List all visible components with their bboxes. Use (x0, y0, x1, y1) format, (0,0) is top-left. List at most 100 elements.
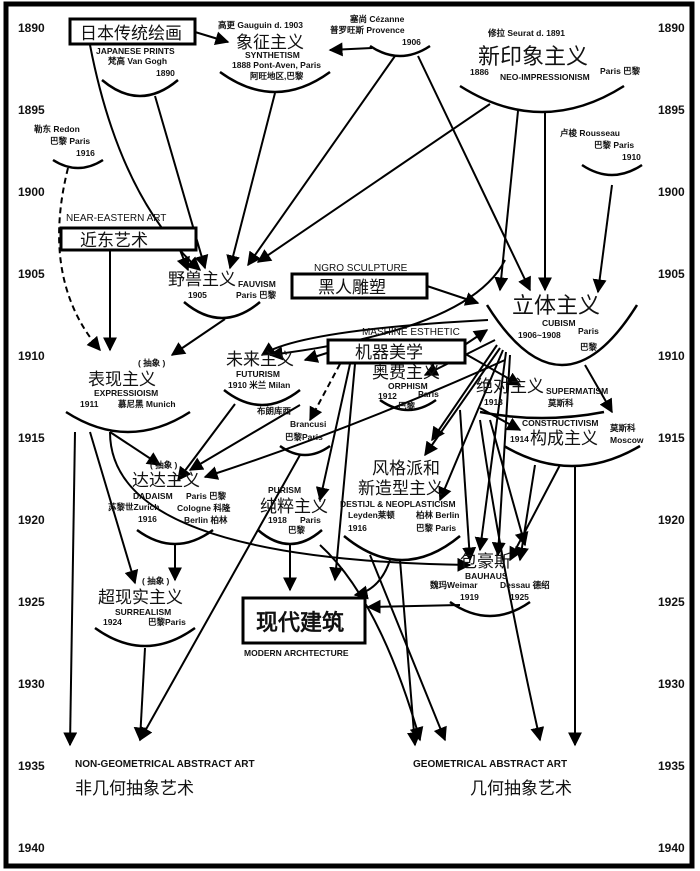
influence-arrow (584, 364, 613, 414)
movement-arc (257, 529, 323, 546)
fauvism-en: FAUVISM (238, 279, 276, 289)
influence-arrow (515, 464, 536, 562)
node-purism: PURISM 纯粹主义 1918 Paris 巴黎 (260, 485, 328, 535)
machine-esthetic-en: MASHINE ESTHETIC (362, 327, 460, 338)
orphism-place: Paris (418, 389, 439, 399)
year-label-right: 1940 (658, 841, 685, 855)
machine-esthetic-box (326, 338, 467, 365)
influence-arrow (133, 647, 148, 742)
node-expressionism: ( 抽象 ) 表现主义 EXPRESSIOISM 1911 慕尼黑 Munich (80, 358, 176, 409)
constructivism-place-zh: 莫斯科 (609, 423, 636, 433)
node-near-eastern-art: NEAR-EASTERN ART 近东艺术 (59, 213, 198, 252)
de-stijl-year: 1916 (348, 523, 367, 533)
node-machine-esthetic: MASHINE ESTHETIC 机器美学 (326, 327, 467, 365)
de-stijl-place-berlin: 柏林 Berlin (416, 510, 459, 520)
constructivism-en: CONSTRUCTIVISM (522, 418, 599, 428)
movement-arcs (52, 44, 643, 648)
synthetism-place: 1888 Pont-Aven, Paris (232, 60, 321, 70)
dadaism-place-zurich: 苏黎世Zurich (108, 502, 159, 512)
dadaism-zh: 达达主义 (132, 471, 200, 490)
node-cubism: 立体主义 CUBISM 1906~1908 Paris 巴黎 (512, 293, 600, 352)
futurism-en: FUTURISM (236, 369, 280, 379)
influence-arrow (366, 599, 461, 614)
dadaism-note: ( 抽象 ) (150, 460, 178, 470)
fauvism-year: 1905 (188, 290, 207, 300)
rousseau-place: 巴黎 Paris (594, 140, 634, 150)
node-fauvism: 野兽主义 FAUVISM 1905 Paris 巴黎 (168, 270, 277, 300)
node-neo-impressionism: 修拉 Seurat d. 1891 新印象主义 1886 NEO-IMPRESS… (470, 28, 641, 82)
redon-name: 勒东 Redon (34, 124, 80, 134)
movement-arc (65, 410, 191, 434)
influence-arrow (329, 363, 356, 582)
surrealism-note: ( 抽象 ) (142, 576, 170, 586)
modern-architecture-box (241, 596, 367, 645)
fauvism-place: Paris 巴黎 (236, 290, 277, 300)
fauvism-zh: 野兽主义 (168, 270, 236, 289)
de-stijl-zh1: 风格派和 (372, 459, 440, 478)
influence-arrow (89, 431, 139, 585)
movement-arc (279, 444, 331, 457)
year-label-left: 1890 (18, 21, 45, 35)
neo-impressionism-en: NEO-IMPRESSIONISM (500, 72, 590, 82)
year-label-left: 1895 (18, 103, 45, 117)
bauhaus-year1: 1919 (460, 592, 479, 602)
movement-arc (503, 444, 641, 468)
influence-arrow (438, 349, 504, 502)
modern-architecture-en: MODERN ARCHTECTURE (244, 648, 349, 658)
expressionism-en: EXPRESSIOISM (94, 388, 158, 398)
van-gogh-year: 1890 (156, 68, 175, 78)
redon-place: 巴黎 Paris (50, 136, 90, 146)
futurism-zh: 未来主义 (226, 350, 294, 369)
node-geometrical: GEOMETRICAL ABSTRACT ART 几何抽象艺术 (413, 759, 572, 798)
constructivism-year: 1914 (510, 434, 529, 444)
year-label-left: 1905 (18, 267, 45, 281)
movement-arc (581, 163, 643, 177)
suprematism-place: 莫斯科 (547, 398, 574, 408)
redon-year: 1916 (76, 148, 95, 158)
influence-arrow (424, 347, 501, 457)
brancusi-place: 巴黎Paris (285, 432, 323, 442)
cubism-place-zh: 巴黎 (580, 342, 598, 352)
machine-esthetic-zh: 机器美学 (355, 343, 423, 362)
orphism-en: ORPHISM (388, 381, 428, 391)
influence-arrow (592, 184, 613, 294)
cezanne-name: 塞尚 Cézanne (349, 14, 405, 24)
year-label-right: 1935 (658, 759, 685, 773)
influence-arrow (431, 344, 498, 442)
rousseau-year: 1910 (622, 152, 641, 162)
year-label-right: 1920 (658, 513, 685, 527)
influence-arrow (479, 419, 545, 742)
futurism-place: 1910 米兰 Milan (228, 380, 290, 390)
influence-arrow (63, 431, 78, 747)
surrealism-zh: 超现实主义 (98, 588, 183, 607)
geometrical-zh: 几何抽象艺术 (470, 779, 572, 798)
node-redon: 勒东 Redon 巴黎 Paris 1916 (34, 124, 95, 158)
frame-border (3, 1, 695, 869)
node-synthetism: 高更 Gauguin d. 1903 象征主义 SYNTHETISM 1888 … (218, 20, 321, 81)
influence-arrow (188, 404, 301, 471)
suprematism-zh: 绝对主义 (476, 377, 544, 396)
japanese-prints-en: JAPANESE PRINTS (96, 46, 175, 56)
expressionism-note: ( 抽象 ) (138, 358, 166, 368)
year-axis-left: 1890189519001905191019151920192519301935… (18, 21, 45, 855)
year-label-left: 1925 (18, 595, 45, 609)
year-label-right: 1910 (658, 349, 685, 363)
influence-arrow (139, 454, 301, 742)
influence-arrow (328, 42, 373, 57)
influence-arrow (491, 354, 511, 557)
year-label-right: 1925 (658, 595, 685, 609)
influence-arrow (176, 249, 190, 272)
negro-sculpture-en: NGRO SCULPTURE (314, 263, 408, 274)
movement-arc (136, 528, 214, 546)
van-gogh-name: 梵高 Van Gogh (108, 56, 167, 66)
year-label-left: 1930 (18, 677, 45, 691)
year-axis-right: 1890189519001905191019151920192519301935… (658, 21, 685, 855)
near-eastern-zh: 近东艺术 (80, 231, 148, 250)
brancusi-zh: 布朗库西 (256, 406, 292, 416)
neo-impressionism-place: Paris 巴黎 (600, 66, 641, 76)
year-label-left: 1935 (18, 759, 45, 773)
influence-arrow (479, 407, 522, 431)
movement-arc (379, 398, 437, 412)
expressionism-place: 慕尼黑 Munich (117, 399, 176, 409)
rousseau-name: 卢梭 Rousseau (560, 128, 620, 138)
